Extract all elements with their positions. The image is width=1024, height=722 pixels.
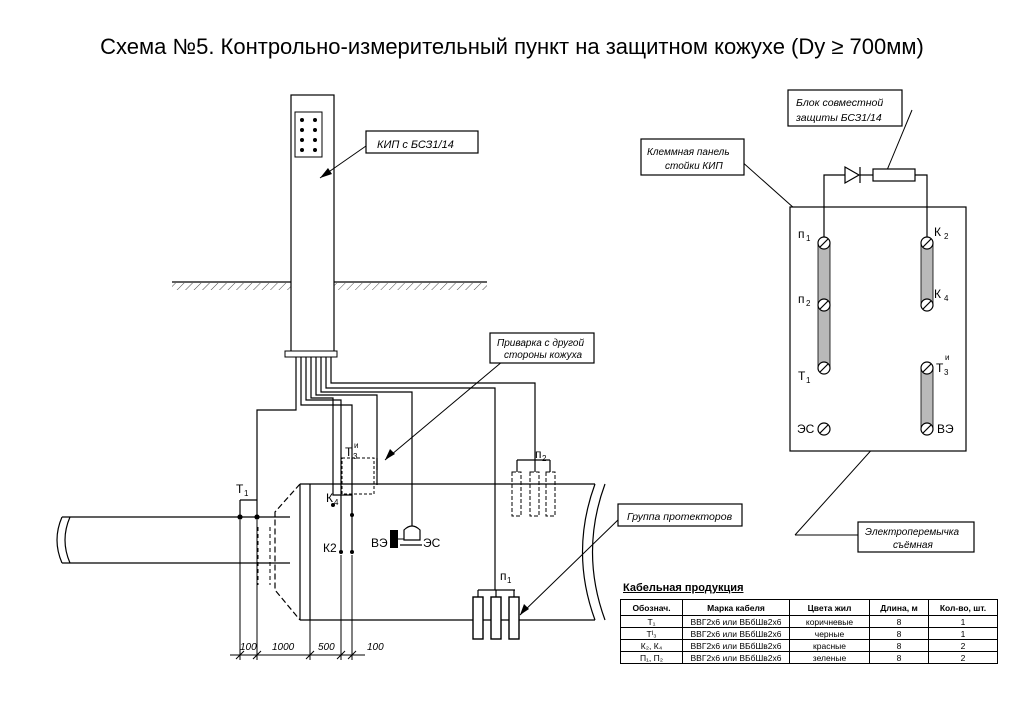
cell-quantity: 1 — [928, 615, 998, 628]
t1-connection — [237, 499, 260, 520]
header-designation: Обознач. — [620, 599, 683, 616]
cell-quantity: 2 — [928, 639, 998, 652]
diagram-title: Схема №5. Контрольно-измерительный пункт… — [100, 34, 924, 59]
panel-label-t3-sup: и — [945, 353, 949, 362]
panel-label-k4-sub: 4 — [944, 294, 949, 303]
table-row: Т₁ ВВГ2х6 или ВБбШв2х6 коричневые 8 1 — [620, 615, 998, 628]
header-cable-brand: Марка кабеля — [682, 599, 790, 616]
callout-protector-box: Группа протекторов — [617, 503, 743, 527]
label-p1: п — [500, 569, 507, 583]
label-es: ЭС — [423, 536, 441, 550]
label-t3-sub: 3 — [353, 452, 358, 461]
callout-block-line1: Блок совместной — [796, 97, 883, 109]
cell-cable-brand: ВВГ2х6 или ВБбШв2х6 — [682, 627, 790, 640]
dim-500: 500 — [318, 642, 335, 653]
dimension-lines — [230, 520, 365, 660]
callout-jumper-line2: съёмная — [893, 540, 933, 551]
panel-label-t1-sub: 1 — [806, 376, 811, 385]
panel-label-k4: К — [934, 287, 941, 301]
table-row: К₂, К₄ ВВГ2х6 или ВБбШв2х6 красные 8 2 — [620, 639, 998, 652]
header-quantity: Кол-во, шт. — [928, 599, 998, 616]
dim-100-right: 100 — [367, 642, 384, 653]
callout-panel-line1: Клеммная панель — [647, 147, 730, 158]
cell-quantity: 1 — [928, 627, 998, 640]
cell-cable-brand: ВВГ2х6 или ВБбШв2х6 — [682, 651, 790, 664]
cell-core-colors: коричневые — [789, 615, 870, 628]
label-t1-sub: 1 — [244, 489, 249, 498]
cell-designation: К₂, К₄ — [620, 639, 683, 652]
cable-table: Обознач. Марка кабеля Цвета жил Длина, м… — [620, 599, 998, 664]
callout-weld-box: Приварка с другой стороны кожуха — [489, 332, 595, 364]
cell-cable-brand: ВВГ2х6 или ВБбШв2х6 — [682, 615, 790, 628]
callout-weld-line1: Приварка с другой — [497, 338, 584, 349]
callout-block-box: Блок совместной защиты БСЗ1/14 — [787, 89, 903, 127]
cell-length: 8 — [869, 651, 929, 664]
anode-group-p1 — [472, 589, 520, 640]
header-length: Длина, м — [869, 599, 929, 616]
cell-quantity: 2 — [928, 651, 998, 664]
pipeline — [56, 516, 290, 585]
callout-panel-box: Клеммная панель стойки КИП — [640, 138, 745, 176]
cell-cable-brand: ВВГ2х6 или ВБбШв2х6 — [682, 639, 790, 652]
panel-label-k2: К — [934, 225, 941, 239]
cable-table-title: Кабельная продукция — [623, 582, 744, 594]
ve-es-electrodes — [390, 520, 422, 548]
callout-panel-line2: стойки КИП — [665, 161, 723, 172]
cell-designation: Т₁ — [620, 615, 683, 628]
t3-reference-electrode — [331, 457, 378, 554]
panel-label-t3: Т — [936, 361, 944, 375]
kip-post — [284, 94, 338, 358]
panel-label-t1: Т — [798, 369, 806, 383]
panel-label-p2-sub: 2 — [806, 299, 811, 308]
dim-1000: 1000 — [272, 642, 295, 653]
cell-length: 8 — [869, 639, 929, 652]
label-p2: п — [535, 447, 542, 461]
label-t3-sup: и — [354, 441, 358, 450]
callout-jumper-line1: Электроперемычка — [865, 527, 960, 538]
table-row: Тᴵ₃ ВВГ2х6 или ВБбШв2х6 черные 8 1 — [620, 627, 998, 640]
header-core-colors: Цвета жил — [789, 599, 870, 616]
callout-kip: КИП с БСЗ1/14 — [377, 139, 454, 151]
panel-label-p1-sub: 1 — [806, 234, 811, 243]
cell-core-colors: черные — [789, 627, 870, 640]
cable-bundle — [256, 357, 536, 590]
cell-length: 8 — [869, 627, 929, 640]
cell-length: 8 — [869, 615, 929, 628]
callout-kip-box: КИП с БСЗ1/14 — [365, 130, 479, 154]
label-k4: К — [326, 491, 333, 505]
cell-designation: Тᴵ₃ — [620, 627, 683, 640]
panel-label-p1: п — [798, 227, 805, 241]
callout-jumper-box: Электроперемычка съёмная — [857, 521, 975, 553]
dim-100-left: 100 — [240, 642, 257, 653]
table-row: П₁, П₂ ВВГ2х6 или ВБбШв2х6 зеленые 8 2 — [620, 651, 998, 664]
cell-designation: П₁, П₂ — [620, 651, 683, 664]
label-t3: Т — [345, 445, 353, 459]
callout-protector: Группа протекторов — [627, 511, 733, 523]
label-k2: К2 — [323, 541, 337, 555]
label-p1-sub: 1 — [507, 576, 512, 585]
callout-block-line2: защиты БСЗ1/14 — [795, 112, 882, 124]
label-k4-sub: 4 — [334, 498, 339, 507]
terminal-panel — [789, 165, 967, 452]
cable-table-header-row: Обознач. Марка кабеля Цвета жил Длина, м… — [620, 599, 998, 616]
panel-label-p2: п — [798, 292, 805, 306]
panel-label-es: ЭС — [797, 422, 815, 436]
panel-label-t3-sub: 3 — [944, 368, 949, 377]
cell-core-colors: красные — [789, 639, 870, 652]
callout-weld-line2: стороны кожуха — [504, 350, 582, 361]
panel-label-k2-sub: 2 — [944, 232, 949, 241]
label-ve: ВЭ — [371, 536, 388, 550]
panel-label-ve: ВЭ — [937, 422, 954, 436]
anode-group-p2 — [511, 459, 556, 517]
label-p2-sub: 2 — [542, 454, 547, 463]
label-t1: Т — [236, 482, 244, 496]
cell-core-colors: зеленые — [789, 651, 870, 664]
